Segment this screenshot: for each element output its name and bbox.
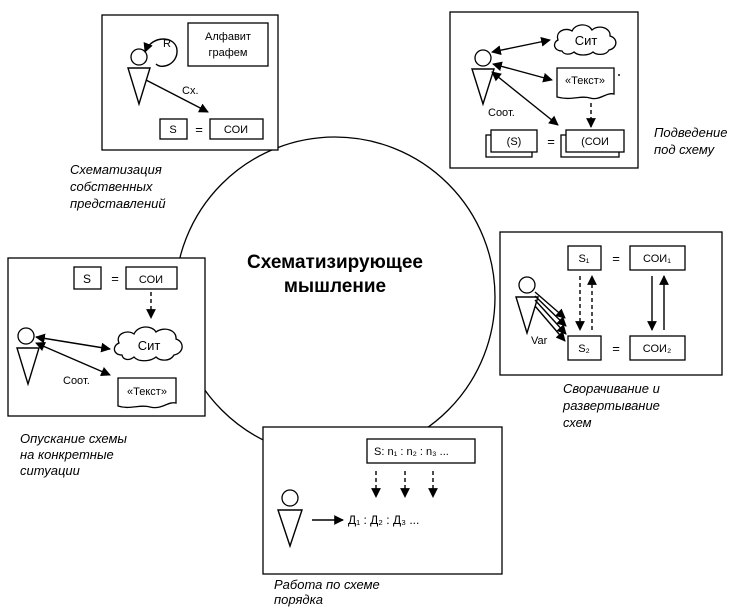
caption-subsumption: Подведение под схему <box>654 125 727 157</box>
caption-line: на конкретные <box>20 447 114 462</box>
s-label: S <box>169 124 176 136</box>
text-label: «Текст» <box>127 386 167 398</box>
person-body-icon <box>16 347 40 387</box>
caption-line: Работа по схеме <box>274 577 380 592</box>
sx-label: Сх. <box>182 85 199 97</box>
person-body-icon <box>515 296 539 336</box>
caption-schematization: Схематизация собственных представлений <box>70 162 166 211</box>
s-stack-box <box>490 129 538 153</box>
alphabet-box <box>187 22 269 67</box>
caption-line: Опускание схемы <box>20 431 127 446</box>
person-head-icon <box>130 48 148 66</box>
r-label: R <box>163 38 171 50</box>
caption-line: ситуации <box>20 463 80 478</box>
person-head-icon <box>17 327 35 345</box>
soi-label: СОИ <box>224 124 248 136</box>
caption-folding: Сворачивание и развертывание схем <box>562 381 660 430</box>
soi1-label: СОИ₁ <box>643 253 671 265</box>
panel-folding: S₁ = СОИ₁ S₂ = СОИ₂ Var <box>499 231 723 376</box>
eq-label: = <box>612 251 620 266</box>
caption-line: Схематизация <box>70 162 162 177</box>
person-head-icon <box>474 49 492 67</box>
center-title-line2: мышление <box>284 276 386 297</box>
eq-label: = <box>612 341 620 356</box>
s-stack-label: (S) <box>507 136 522 148</box>
eq-label: = <box>547 134 555 149</box>
panel-order: S: n₁ : n₂ : n₃ ... Д₁ : Д₂ : Д₃ ... <box>262 426 503 575</box>
person-body-icon <box>277 509 303 549</box>
text-document <box>117 377 177 409</box>
alphabet-line1: Алфавит <box>205 31 251 43</box>
soi-box <box>209 118 264 140</box>
person-body-icon <box>127 67 151 107</box>
s1-box <box>567 245 602 271</box>
s-box <box>159 118 188 140</box>
caption-line: собственных <box>70 179 153 194</box>
text-document <box>556 67 615 100</box>
center-circle <box>174 136 496 458</box>
var-label: Var <box>531 335 548 347</box>
soi-box <box>125 266 178 290</box>
s-label: S <box>83 272 91 286</box>
caption-line: Сворачивание и <box>563 381 660 396</box>
caption-order: Работа по схеме порядка <box>274 577 380 607</box>
soi-stack-label: (СОИ <box>581 136 609 148</box>
schema-box <box>366 438 476 464</box>
sit-cloud <box>553 24 617 56</box>
caption-descent: Опускание схемы на конкретные ситуации <box>20 431 127 478</box>
soi2-label: СОИ₂ <box>643 343 671 355</box>
sit-label: Сит <box>575 33 598 48</box>
soi1-box <box>629 245 686 271</box>
s-box <box>73 266 102 290</box>
s2-box <box>567 335 602 361</box>
soi2-box <box>629 335 686 361</box>
soi-label: СОИ <box>139 274 163 286</box>
person-head-icon <box>518 276 536 294</box>
caption-line: Подведение <box>654 125 727 140</box>
center-title-line1: Схематизирующее <box>247 252 423 273</box>
caption-line: порядка <box>274 592 323 607</box>
order-label: Д₁ : Д₂ : Д₃ ... <box>348 513 419 527</box>
person-head-icon <box>281 489 299 507</box>
s2-label: S₂ <box>578 343 590 355</box>
caption-line: представлений <box>70 196 166 211</box>
caption-line: развертывание <box>562 398 660 413</box>
panel-schematization: R Алфавит графем Сх. S = СОИ <box>101 14 279 151</box>
alphabet-line2: графем <box>209 47 248 59</box>
soot-label: Соот. <box>63 375 90 387</box>
caption-line: схем <box>563 415 592 430</box>
person-body-icon <box>471 68 495 107</box>
panel-descent: S = СОИ Сит «Текст» Соот. <box>7 257 206 417</box>
s1-label: S₁ <box>578 253 589 265</box>
sit-cloud <box>113 326 183 362</box>
sit-label: Сит <box>138 338 161 353</box>
soi-stack-box <box>565 129 625 153</box>
eq-label: = <box>195 122 203 137</box>
soot-label: Соот. <box>488 107 515 119</box>
panel-subsumption: Сит «Текст» Соот. (S) = (СОИ <box>449 11 639 169</box>
eq-label: = <box>111 271 119 286</box>
caption-line: под схему <box>654 142 716 157</box>
schema-label: S: n₁ : n₂ : n₃ ... <box>374 446 449 458</box>
text-label: «Текст» <box>565 75 605 87</box>
